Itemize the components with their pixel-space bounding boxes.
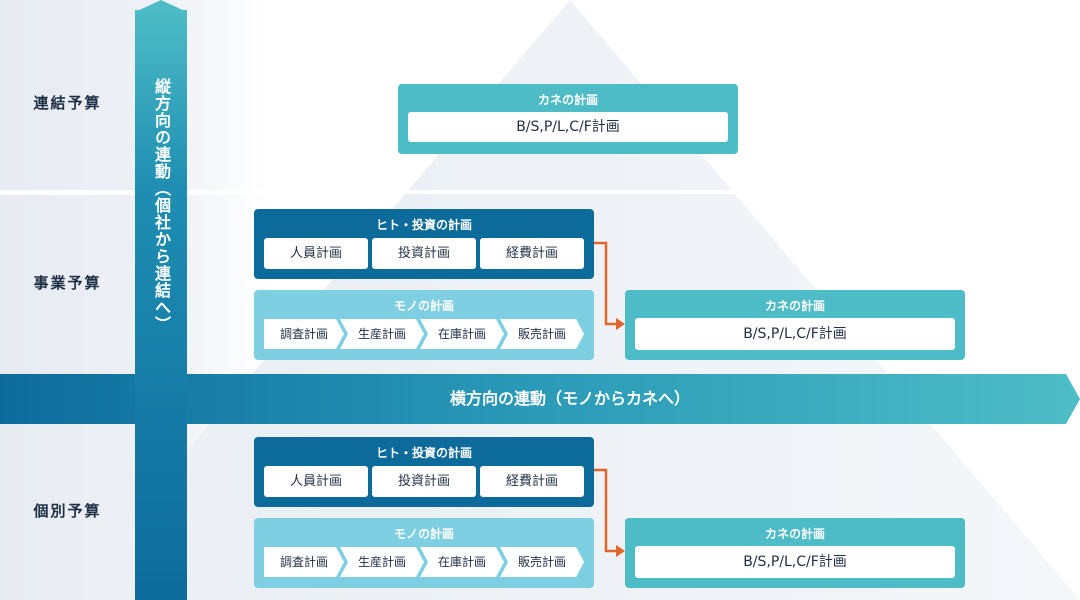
panel-title: モノの計画 — [393, 299, 454, 313]
goods-step-chevron: 生産計画 — [340, 319, 424, 349]
panel-title: カネの計画 — [537, 93, 598, 107]
panel-title: ヒト・投資の計画 — [375, 218, 472, 232]
business-money-panel: カネの計画 B/S,P/L,C/F計画 — [625, 290, 965, 360]
vertical-arrow-head — [135, 0, 187, 12]
money-plan-box: B/S,P/L,C/F計画 — [635, 546, 955, 578]
money-plan-box: B/S,P/L,C/F計画 — [635, 318, 955, 350]
panel-title: カネの計画 — [764, 299, 825, 313]
row-label-individual: 個別予算 — [33, 502, 102, 520]
goods-step-chevron: 販売計画 — [500, 547, 584, 577]
row-label-consolidated: 連結予算 — [33, 94, 102, 112]
horizontal-arrow-head — [1066, 374, 1080, 424]
individual-people-panel: ヒト・投資の計画 人員計画 投資計画 経費計画 — [254, 437, 594, 507]
money-plan-box: B/S,P/L,C/F計画 — [408, 112, 728, 142]
business-people-panel: ヒト・投資の計画 人員計画 投資計画 経費計画 — [254, 209, 594, 279]
people-item-box: 人員計画 — [264, 238, 368, 269]
goods-step-chevron: 調査計画 — [264, 547, 344, 577]
people-item-box: 経費計画 — [480, 466, 584, 497]
goods-step-chevron: 在庫計画 — [420, 547, 504, 577]
consolidated-money-panel: カネの計画 B/S,P/L,C/F計画 — [398, 84, 738, 154]
vertical-link-arrow — [135, 10, 187, 600]
horizontal-link-label: 横方向の連動（モノからカネへ） — [449, 389, 690, 408]
panel-title: ヒト・投資の計画 — [375, 446, 472, 460]
business-goods-panel: モノの計画 調査計画 生産計画 在庫計画 販売計画 — [254, 290, 594, 360]
people-item-box: 経費計画 — [480, 238, 584, 269]
goods-step-chevron: 販売計画 — [500, 319, 584, 349]
panel-title: モノの計画 — [393, 527, 454, 541]
goods-step-chevron: 生産計画 — [340, 547, 424, 577]
flow-connector-arrows — [594, 241, 625, 557]
row-label-business: 事業予算 — [33, 274, 102, 292]
individual-money-panel: カネの計画 B/S,P/L,C/F計画 — [625, 518, 965, 588]
goods-step-chevron: 調査計画 — [264, 319, 344, 349]
panel-title: カネの計画 — [764, 527, 825, 541]
goods-step-chevron: 在庫計画 — [420, 319, 504, 349]
people-item-box: 投資計画 — [372, 238, 476, 269]
vertical-link-label: 縦方向の連動︵個社から連結へ︶ — [152, 78, 171, 333]
people-item-box: 投資計画 — [372, 466, 476, 497]
people-item-box: 人員計画 — [264, 466, 368, 497]
individual-goods-panel: モノの計画 調査計画 生産計画 在庫計画 販売計画 — [254, 518, 594, 588]
